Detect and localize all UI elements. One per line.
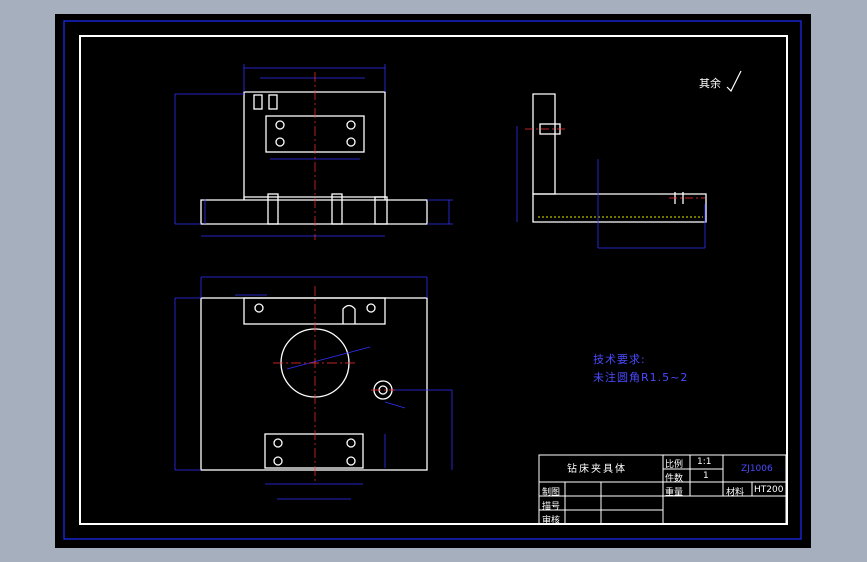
material-value: HT200 [754,485,784,495]
qty-label: 件数 [665,474,684,484]
drawing-number: ZJ1006 [741,464,773,474]
drawing-frame [79,35,788,525]
material-label: 材料 [726,488,745,498]
drafter-label: 描号 [542,502,561,512]
cad-viewport[interactable]: 其余 技术要求: 未注圆角R1.5~2 钻床夹具体 比例 1:1 件数 1 ZJ… [55,14,811,548]
side-view-dimensions [516,126,706,249]
front-view-dimensions [174,64,453,237]
front-view [200,91,428,225]
drawn-label: 制图 [542,488,561,498]
roughness-check-icon [726,70,742,93]
checker-label: 审核 [542,516,561,526]
outer-sheet-border [63,20,802,540]
scale-label: 比例 [665,460,684,470]
qty-value: 1 [703,471,709,481]
scale-value: 1:1 [697,457,712,467]
side-view-centerlines [525,128,705,199]
tech-requirements-heading: 技术要求: [593,353,646,366]
surface-mark-label: 其余 [699,77,721,90]
drawing-sheet [63,20,802,540]
weight-label: 重量 [665,488,684,498]
top-view-centerlines [273,286,395,482]
tech-requirements-line1: 未注圆角R1.5~2 [593,371,689,384]
top-view-dimensions [174,276,453,500]
side-view [532,93,707,223]
title-block [538,454,787,525]
part-name: 钻床夹具体 [567,464,627,475]
top-view [200,297,428,471]
